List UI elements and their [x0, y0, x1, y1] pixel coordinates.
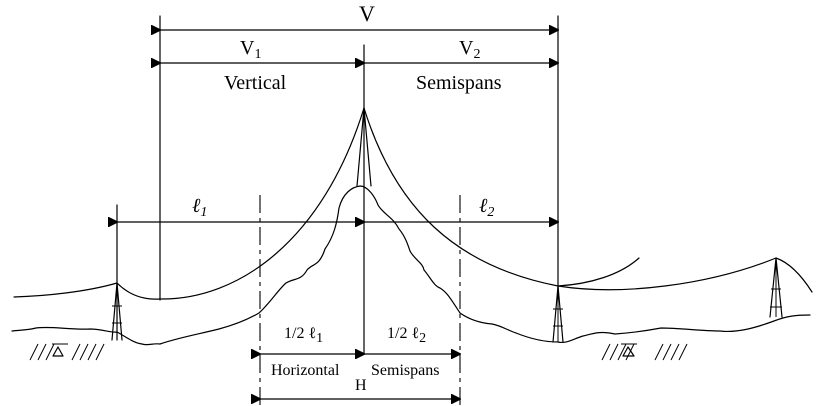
- far-right-tower: [769, 257, 783, 318]
- terrain-profile: [11, 185, 811, 346]
- label-l1: ℓ1: [192, 195, 207, 220]
- left-conductor-curve: [13, 107, 365, 300]
- label-semispans-bottom: Semispans: [371, 362, 439, 379]
- label-v1: V1: [240, 37, 261, 62]
- label-half-l1: 1/2 ℓ1: [284, 325, 323, 346]
- label-l2: ℓ2: [479, 195, 494, 220]
- label-h: H: [355, 377, 367, 394]
- left-ground-hatch: [29, 343, 105, 361]
- label-v: V: [359, 1, 375, 26]
- right-conductor-curve: [363, 107, 640, 287]
- left-tower: [111, 282, 123, 341]
- right-tower: [552, 285, 564, 343]
- label-horizontal: Horizontal: [271, 362, 340, 379]
- right-ground-hatch: [601, 343, 688, 361]
- center-tower: [356, 107, 372, 187]
- far-right-conductor-curve: [557, 257, 813, 293]
- label-vertical: Vertical: [224, 72, 287, 94]
- label-v2: V2: [459, 37, 480, 62]
- label-semispans-top: Semispans: [416, 72, 502, 94]
- label-half-l2: 1/2 ℓ2: [387, 325, 426, 346]
